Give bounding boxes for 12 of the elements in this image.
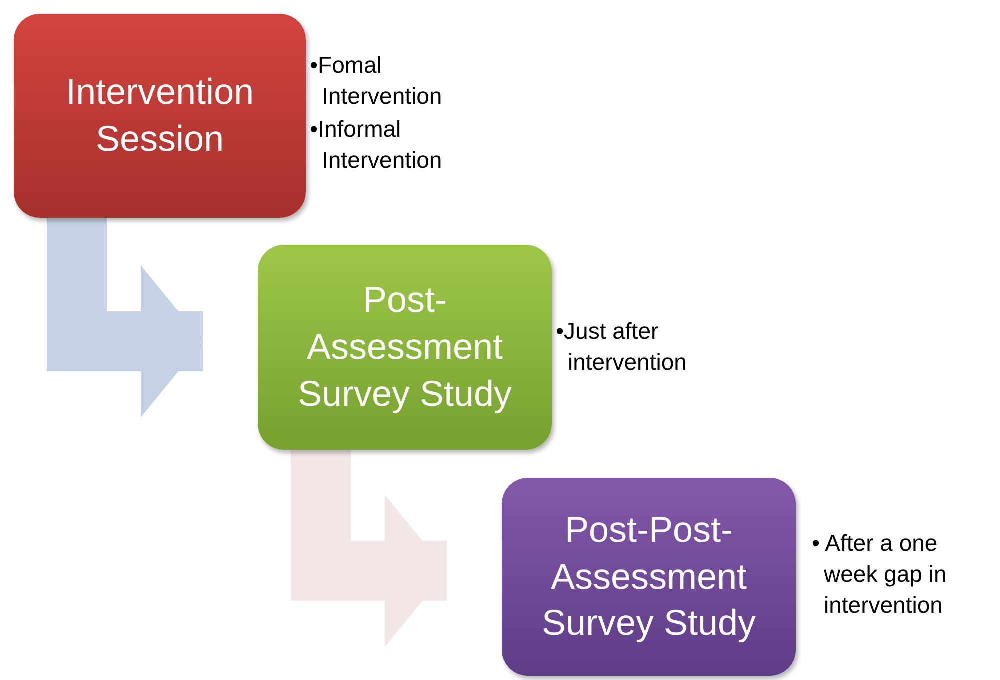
node-label: Intervention Session [64,70,256,161]
bullet-text: •Fomal Intervention [310,51,444,112]
process-box [14,14,306,218]
node-label: Post-Post-Assessment Survey Study [540,508,758,646]
bullet-text: • After a one week gap in intervention [812,529,948,620]
bent-arrow [47,218,203,418]
process-box [258,245,552,450]
process-box [502,478,796,676]
node-label: Post-Assessment Survey Study [296,278,514,416]
bullet-text: •Informal Intervention [310,115,444,176]
bent-arrow [291,450,447,647]
bullet-text: •Just after intervention [556,317,688,378]
